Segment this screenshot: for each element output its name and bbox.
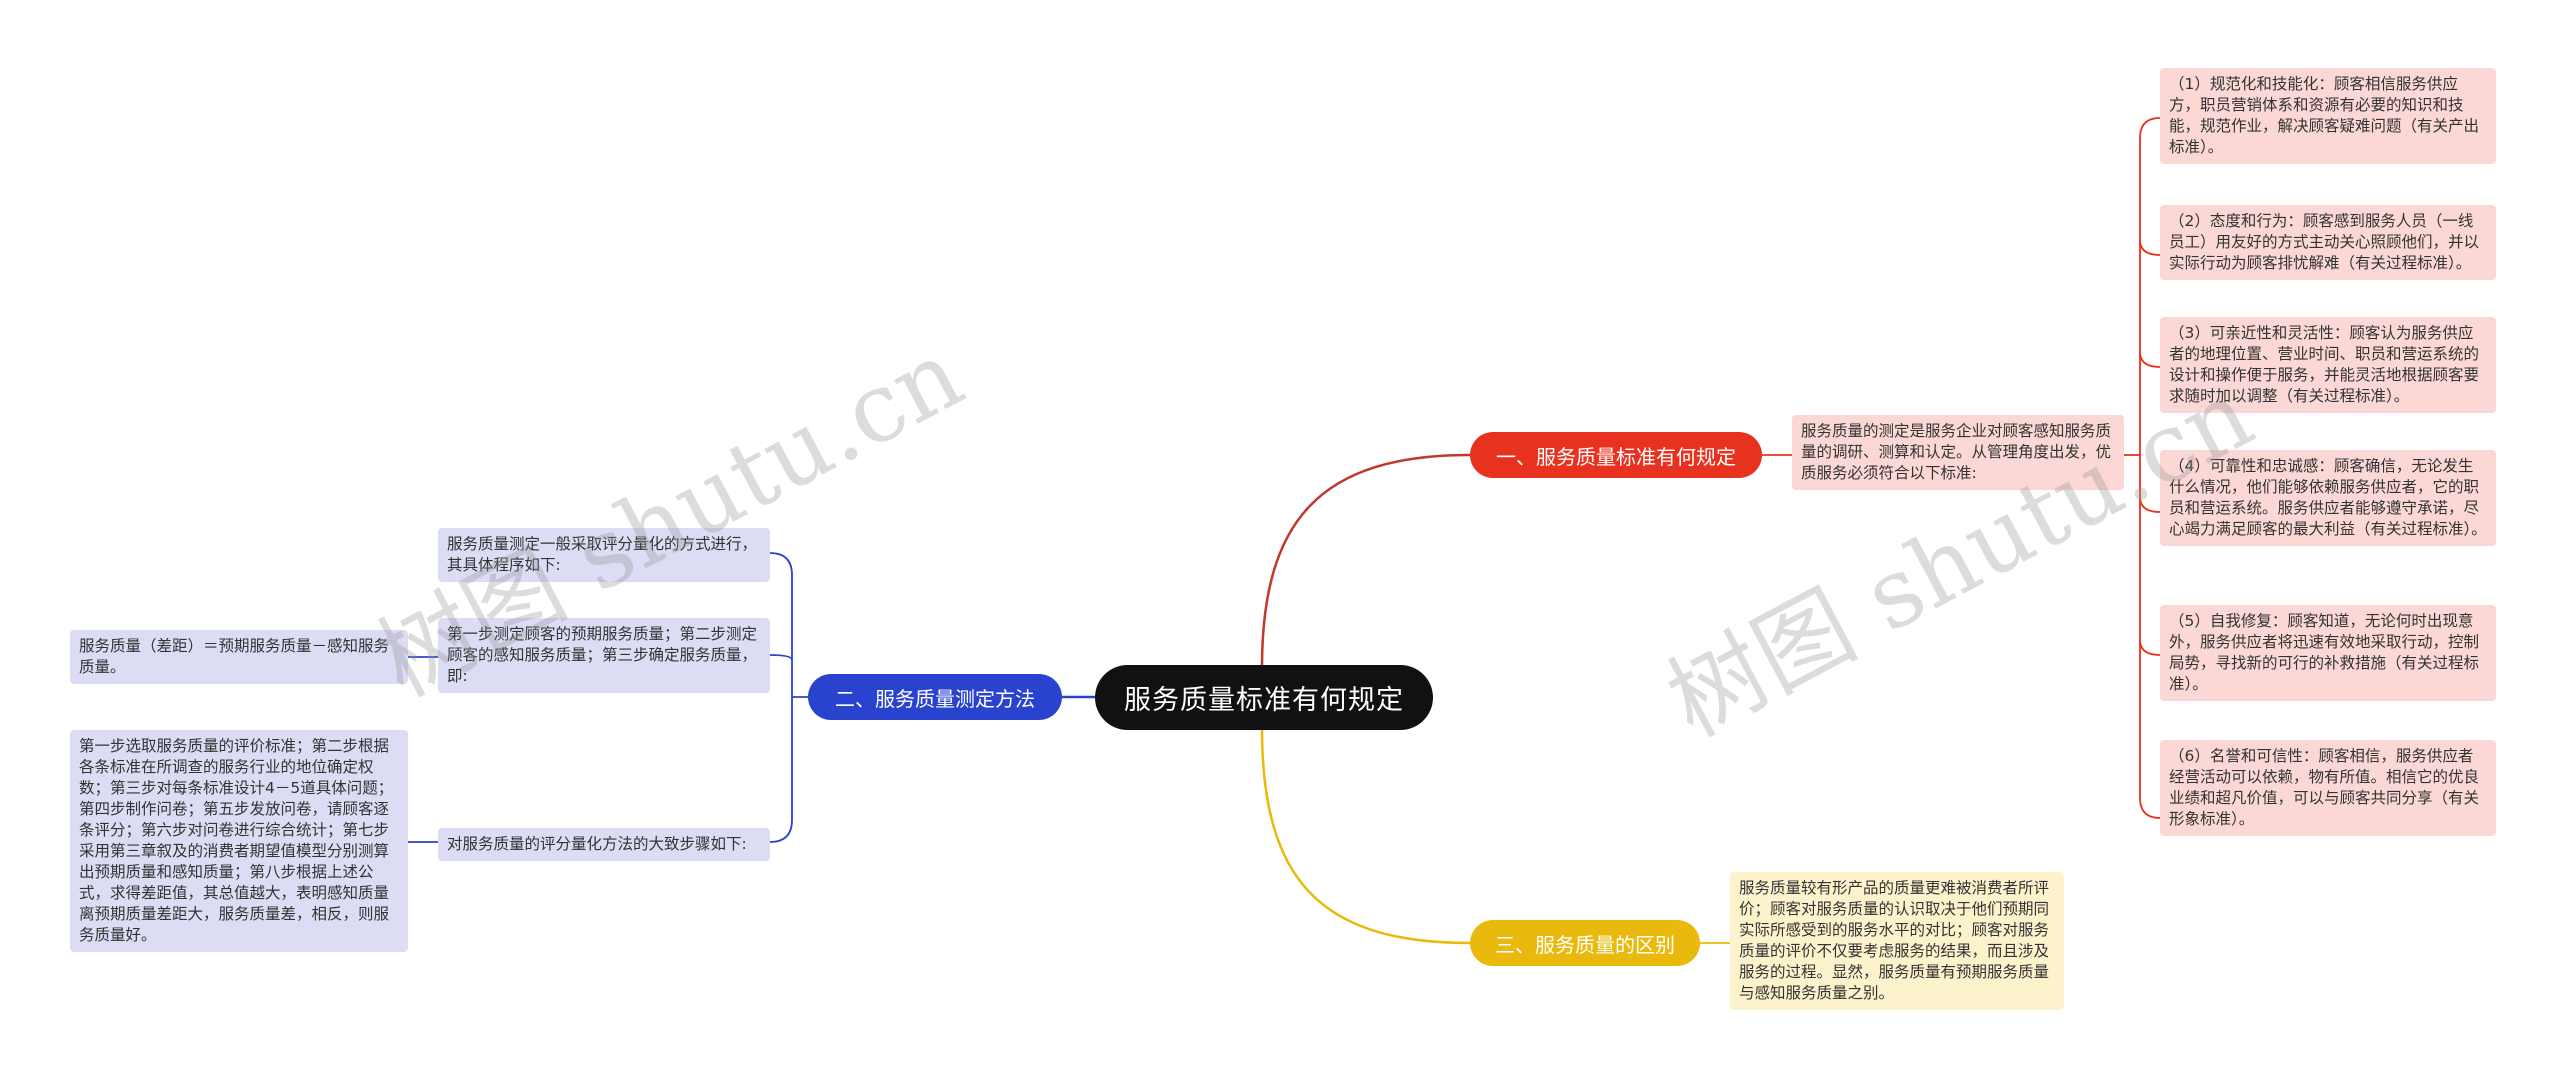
bracket-b2 bbox=[769, 552, 808, 843]
link-root-b3 bbox=[1260, 727, 1471, 945]
bracket-b1 bbox=[2139, 117, 2161, 819]
b1-item-6[interactable]: （6）名誉和可信性：顾客相信，服务供应者经营活动可以依赖，物有所值。相信它的优良… bbox=[2160, 740, 2496, 836]
b1-intro-node[interactable]: 服务质量的测定是服务企业对顾客感知服务质量的调研、测算和认定。从管理角度出发，优… bbox=[1792, 415, 2124, 490]
b1-item-3[interactable]: （3）可亲近性和灵活性：顾客认为服务供应者的地理位置、营业时间、职员和营运系统的… bbox=[2160, 317, 2496, 413]
b2-sub-formula[interactable]: 服务质量（差距）＝预期服务质量－感知服务质量。 bbox=[70, 630, 408, 684]
branch-service-standard[interactable]: 一、服务质量标准有何规定 bbox=[1470, 432, 1762, 478]
b3-item-1[interactable]: 服务质量较有形产品的质量更难被消费者所评价；顾客对服务质量的认识取决于他们预期同… bbox=[1730, 872, 2064, 1010]
b2-sub-steps[interactable]: 第一步选取服务质量的评价标准；第二步根据各条标准在所调查的服务行业的地位确定权数… bbox=[70, 730, 408, 952]
b1-item-2[interactable]: （2）态度和行为：顾客感到服务人员（一线员工）用友好的方式主动关心照顾他们，并以… bbox=[2160, 205, 2496, 280]
b1-item-5[interactable]: （5）自我修复：顾客知道，无论何时出现意外，服务供应者将迅速有效地采取行动，控制… bbox=[2160, 605, 2496, 701]
b1-item-1[interactable]: （1）规范化和技能化：顾客相信服务供应方，职员营销体系和资源有必要的知识和技能，… bbox=[2160, 68, 2496, 164]
branch-measurement-method[interactable]: 二、服务质量测定方法 bbox=[808, 674, 1062, 720]
b2-item-2[interactable]: 第一步测定顾客的预期服务质量；第二步测定顾客的感知服务质量；第三步确定服务质量，… bbox=[438, 618, 770, 693]
link-root-b1 bbox=[1260, 453, 1471, 669]
root-node[interactable]: 服务质量标准有何规定 bbox=[1095, 665, 1433, 730]
b2-item-1[interactable]: 服务质量测定一般采取评分量化的方式进行，其具体程序如下: bbox=[438, 528, 770, 582]
b2-item-3[interactable]: 对服务质量的评分量化方法的大致步骤如下: bbox=[438, 828, 770, 861]
branch-quality-difference[interactable]: 三、服务质量的区别 bbox=[1470, 920, 1700, 966]
b1-item-4[interactable]: （4）可靠性和忠诚感：顾客确信，无论发生什么情况，他们能够依赖服务供应者，它的职… bbox=[2160, 450, 2496, 546]
